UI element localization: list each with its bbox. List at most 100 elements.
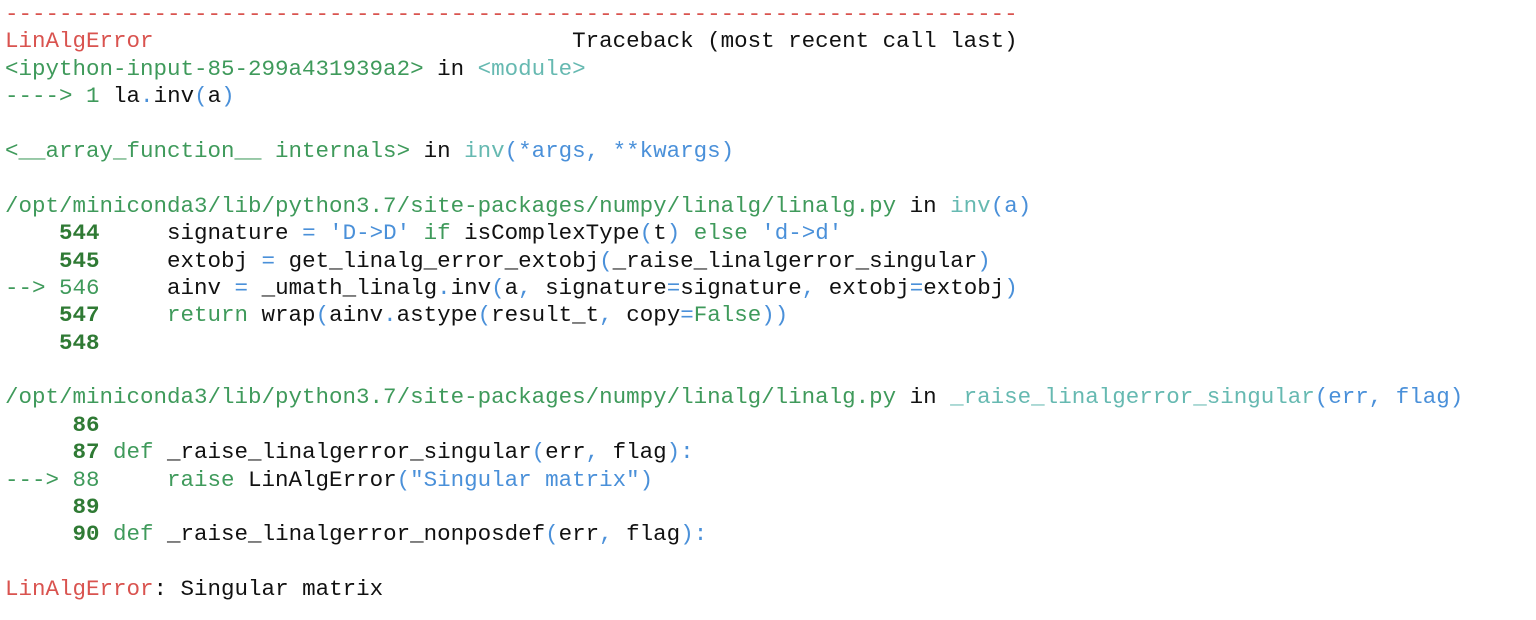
code-token: in: [896, 192, 951, 219]
code-token: in: [896, 384, 951, 411]
code-token: [316, 220, 330, 246]
code-token: <module>: [477, 55, 586, 82]
code-token: 545: [5, 247, 100, 274]
code-token: 548: [5, 329, 100, 356]
code-token: =: [909, 274, 924, 301]
code-token: inv: [950, 192, 991, 219]
code-token: def: [113, 439, 154, 466]
code-token: flag: [599, 439, 667, 466]
code-token: signature: [99, 220, 303, 247]
traceback-line: <__array_function__ internals> in inv(*a…: [5, 138, 1536, 165]
code-token: (: [315, 302, 330, 329]
code-token: =: [234, 274, 249, 301]
code-token: in: [423, 55, 478, 82]
code-token: "Singular matrix": [410, 466, 640, 493]
code-token: 87: [5, 439, 100, 466]
code-token: (: [491, 274, 505, 301]
code-token: (: [599, 247, 613, 274]
code-token: ,: [585, 439, 600, 466]
traceback-line: 89: [5, 494, 1536, 521]
code-token: _raise_linalgerror_singular: [950, 384, 1315, 411]
code-token: if: [423, 220, 451, 247]
code-token: 89: [5, 494, 100, 521]
traceback-line: [5, 111, 1536, 138]
code-token: astype: [396, 302, 478, 329]
traceback-line: ----------------------------------------…: [5, 1, 1536, 28]
traceback-line: 90 def _raise_linalgerror_nonposdef(err,…: [5, 521, 1536, 548]
code-token: ainv: [99, 274, 235, 301]
traceback-line: ---> 88 raise LinAlgError("Singular matr…: [5, 467, 1536, 494]
code-token: [680, 220, 694, 246]
code-token: 86: [5, 411, 100, 438]
traceback-line: 87 def _raise_linalgerror_singular(err, …: [5, 439, 1536, 466]
code-token: .: [383, 302, 397, 329]
code-token: LinAlgError: [5, 576, 154, 603]
code-token: _umath_linalg: [248, 274, 438, 301]
code-token: (: [194, 83, 208, 110]
code-token: <ipython-input-85-299a431939a2>: [5, 55, 424, 82]
code-token: isComplexType: [450, 220, 640, 247]
code-token: ): [977, 247, 991, 274]
code-token: ,: [599, 521, 613, 548]
code-token: (*args, **kwargs): [504, 137, 735, 164]
traceback-line: /opt/miniconda3/lib/python3.7/site-packa…: [5, 193, 1536, 220]
code-token: ,: [801, 274, 816, 301]
code-token: .: [140, 83, 154, 110]
code-token: _raise_linalgerror_nonposdef: [153, 521, 546, 548]
code-token: 90: [5, 521, 100, 548]
code-token: _raise_linalgerror_singular: [153, 439, 532, 466]
traceback-line: LinAlgError: Singular matrix: [5, 576, 1536, 603]
code-token: flag: [612, 521, 681, 548]
code-token: LinAlgError: [234, 466, 397, 493]
traceback-line: 86: [5, 412, 1536, 439]
traceback-line: 547 return wrap(ainv.astype(result_t, co…: [5, 302, 1536, 329]
code-token: a: [504, 274, 519, 301]
traceback-line: 548: [5, 330, 1536, 357]
traceback-line: --> 546 ainv = _umath_linalg.inv(a, sign…: [5, 275, 1536, 302]
code-token: extobj: [923, 274, 1005, 301]
code-token: 544: [5, 220, 100, 247]
code-token: (: [531, 439, 546, 466]
code-token: [100, 439, 114, 465]
code-token: (: [545, 521, 559, 548]
code-token: ): [221, 83, 235, 110]
traceback-line: [5, 549, 1536, 576]
code-token: signature: [531, 274, 667, 301]
code-token: Traceback (most recent call last): [153, 28, 1018, 55]
code-token: ):: [680, 521, 708, 548]
code-token: inv: [153, 83, 195, 110]
code-token: 1: [72, 83, 114, 110]
code-token: (: [477, 302, 492, 329]
traceback-line: [5, 165, 1536, 192]
code-token: ,: [599, 302, 613, 329]
code-token: ----------------------------------------…: [5, 1, 1018, 27]
code-token: ---->: [5, 83, 73, 110]
code-token: else: [693, 220, 748, 247]
code-token: (err, flag): [1314, 384, 1464, 411]
code-token: t: [653, 220, 667, 247]
traceback-line: 545 extobj = get_linalg_error_extobj(_ra…: [5, 248, 1536, 275]
traceback-line: <ipython-input-85-299a431939a2> in <modu…: [5, 56, 1536, 83]
code-token: return: [167, 302, 249, 329]
code-token: err: [545, 439, 586, 466]
code-token: (: [639, 220, 654, 247]
code-token: get_linalg_error_extobj: [275, 247, 600, 274]
code-token: extobj: [815, 274, 910, 301]
code-token: def: [113, 521, 154, 548]
code-token: =: [666, 274, 681, 301]
code-token: extobj: [99, 247, 262, 274]
code-token: .: [437, 274, 451, 301]
code-token: inv: [464, 137, 505, 164]
code-token: result_t: [491, 302, 600, 329]
code-token: Singular matrix: [167, 576, 384, 603]
code-token: False: [693, 302, 762, 329]
code-token: ):: [666, 439, 694, 466]
code-token: _raise_linalgerror_singular: [612, 247, 978, 274]
code-token: [410, 220, 424, 246]
code-token: ,: [518, 274, 532, 301]
code-token: [100, 521, 114, 547]
code-token: <__array_function__ internals>: [5, 137, 411, 164]
traceback-output: ----------------------------------------…: [5, 1, 1536, 603]
code-token: )): [761, 302, 789, 329]
code-token: --> 546: [5, 274, 100, 301]
